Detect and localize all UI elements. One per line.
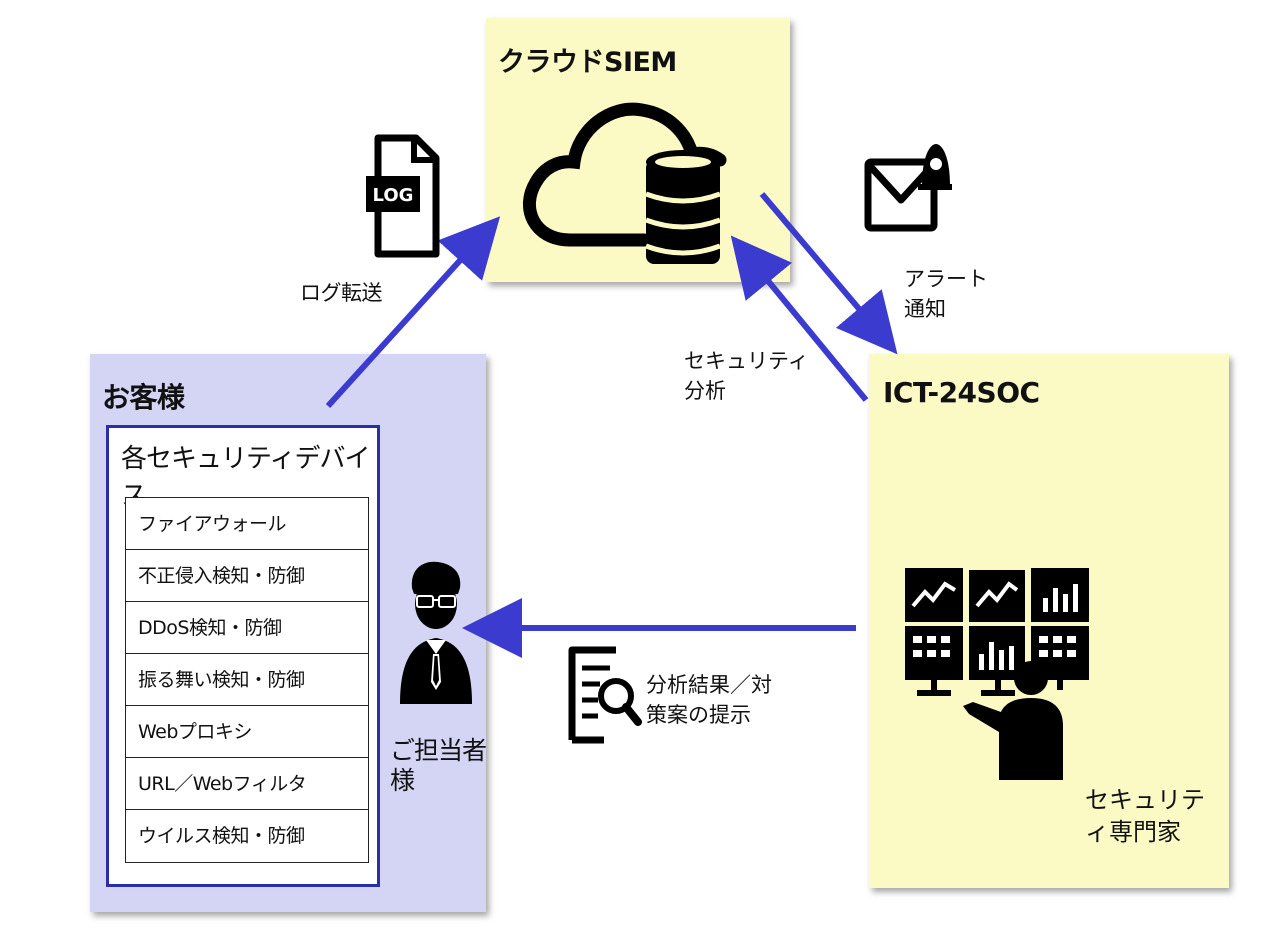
- log-icon-text: LOG: [373, 185, 414, 206]
- ict-24soc-box: ICT-24SOC セキュリティ専門家: [869, 354, 1229, 888]
- report-label: 分析結果／対策案の提示: [646, 673, 772, 727]
- security-analysis-arrow: [730, 235, 869, 402]
- document-search-icon: [568, 646, 642, 744]
- list-item: 不正侵入検知・防御: [126, 550, 368, 602]
- list-item: DDoS検知・防御: [126, 602, 368, 654]
- mail-alert-icon: [864, 144, 952, 232]
- log-transfer-arrow: [325, 216, 501, 409]
- soc-title: ICT-24SOC: [883, 376, 1040, 409]
- alert-label: アラート通知: [904, 267, 988, 321]
- list-item: ウイルス検知・防御: [126, 810, 368, 862]
- list-item: ファイアウォール: [126, 498, 368, 550]
- list-item: 振る舞い検知・防御: [126, 654, 368, 706]
- device-list: ファイアウォール 不正侵入検知・防御 DDoS検知・防御 振る舞い検知・防御 W…: [125, 497, 369, 863]
- customer-box: お客様 各セキュリティデバイス ファイアウォール 不正侵入検知・防御 DDoS検…: [90, 354, 487, 912]
- customer-title: お客様: [102, 381, 185, 414]
- siem-title: クラウドSIEM: [498, 47, 677, 78]
- alert-arrow: [759, 192, 898, 355]
- soc-monitors-operator-icon: [905, 568, 1089, 780]
- person-with-glasses-icon: [400, 561, 472, 704]
- list-item: Webプロキシ: [126, 706, 368, 758]
- security-devices-panel: 各セキュリティデバイス ファイアウォール 不正侵入検知・防御 DDoS検知・防御…: [106, 425, 380, 887]
- list-item: URL／Webフィルタ: [126, 758, 368, 810]
- expert-label: セキュリティ専門家: [1085, 786, 1205, 846]
- log-transfer-label: ログ転送: [300, 281, 383, 305]
- person-label: ご担当者様: [390, 736, 487, 795]
- security-analysis-label: セキュリティ分析: [684, 349, 809, 403]
- cloud-database-icon: [522, 102, 727, 264]
- log-file-icon: LOG: [366, 134, 440, 258]
- cloud-siem-box: クラウドSIEM: [486, 18, 790, 282]
